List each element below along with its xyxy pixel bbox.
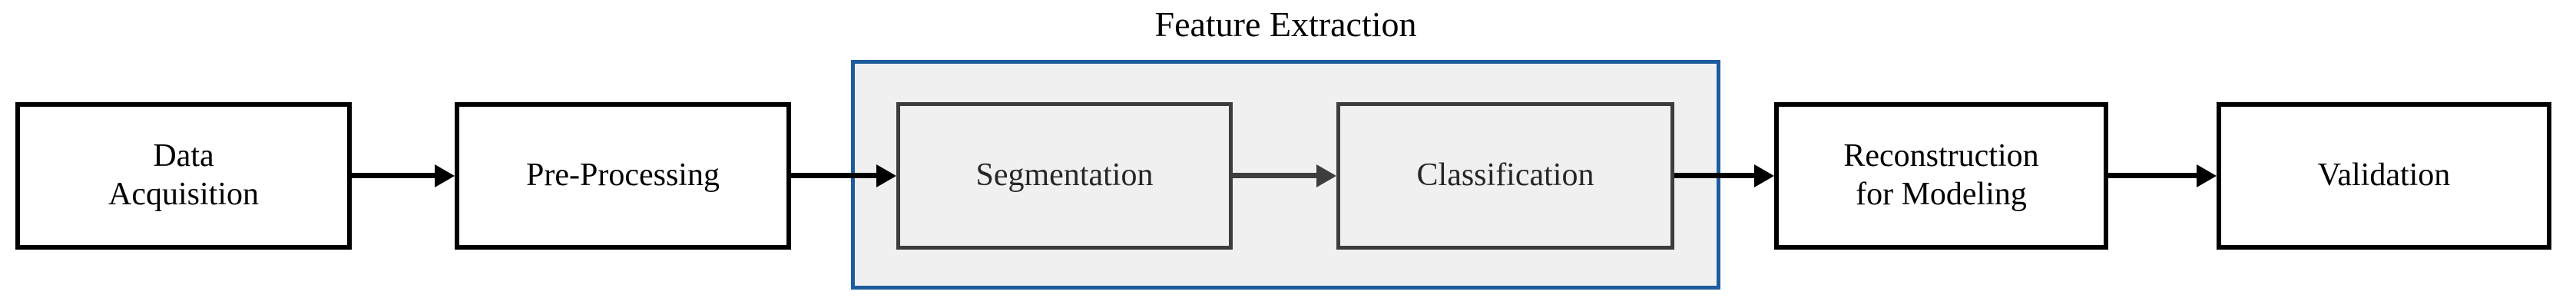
node-line-1: Data xyxy=(153,138,214,174)
arrow-head-icon xyxy=(876,164,896,187)
node-label-data-acquisition: Data Acquisition xyxy=(101,137,267,214)
node-line-2: Acquisition xyxy=(108,177,259,212)
arrow-shaft xyxy=(791,173,876,178)
arrow-head-icon xyxy=(2197,164,2217,187)
node-line-1: Reconstruction xyxy=(1843,138,2039,174)
node-segmentation[interactable]: Segmentation xyxy=(896,102,1233,250)
node-reconstruction-for-modeling[interactable]: Reconstruction for Modeling xyxy=(1774,102,2108,250)
connector-data-acquisition-to-pre-processing xyxy=(352,161,455,191)
arrow-head-icon xyxy=(1316,164,1336,187)
node-label-pre-processing: Pre-Processing xyxy=(526,157,720,194)
node-label-classification: Classification xyxy=(1416,157,1594,194)
group-title-feature-extraction: Feature Extraction xyxy=(1154,5,1417,44)
node-label-reconstruction-for-modeling: Reconstruction for Modeling xyxy=(1836,137,2046,214)
node-classification[interactable]: Classification xyxy=(1336,102,1674,250)
node-data-acquisition[interactable]: Data Acquisition xyxy=(15,102,352,250)
arrow-head-icon xyxy=(435,164,455,187)
connector-pre-processing-to-segmentation xyxy=(791,161,896,191)
node-line-2: for Modeling xyxy=(1856,177,2027,212)
arrow-shaft xyxy=(352,173,435,178)
node-validation[interactable]: Validation xyxy=(2217,102,2551,250)
node-pre-processing[interactable]: Pre-Processing xyxy=(455,102,791,250)
arrow-head-icon xyxy=(1754,164,1774,187)
node-label-segmentation: Segmentation xyxy=(975,157,1154,194)
arrow-shaft xyxy=(1233,173,1316,178)
connector-reconstruction-to-validation xyxy=(2108,161,2217,191)
connector-classification-to-reconstruction xyxy=(1674,161,1774,191)
arrow-shaft xyxy=(2108,173,2197,178)
connector-segmentation-to-classification xyxy=(1233,161,1336,191)
node-label-validation: Validation xyxy=(2317,157,2451,194)
arrow-shaft xyxy=(1674,173,1754,178)
